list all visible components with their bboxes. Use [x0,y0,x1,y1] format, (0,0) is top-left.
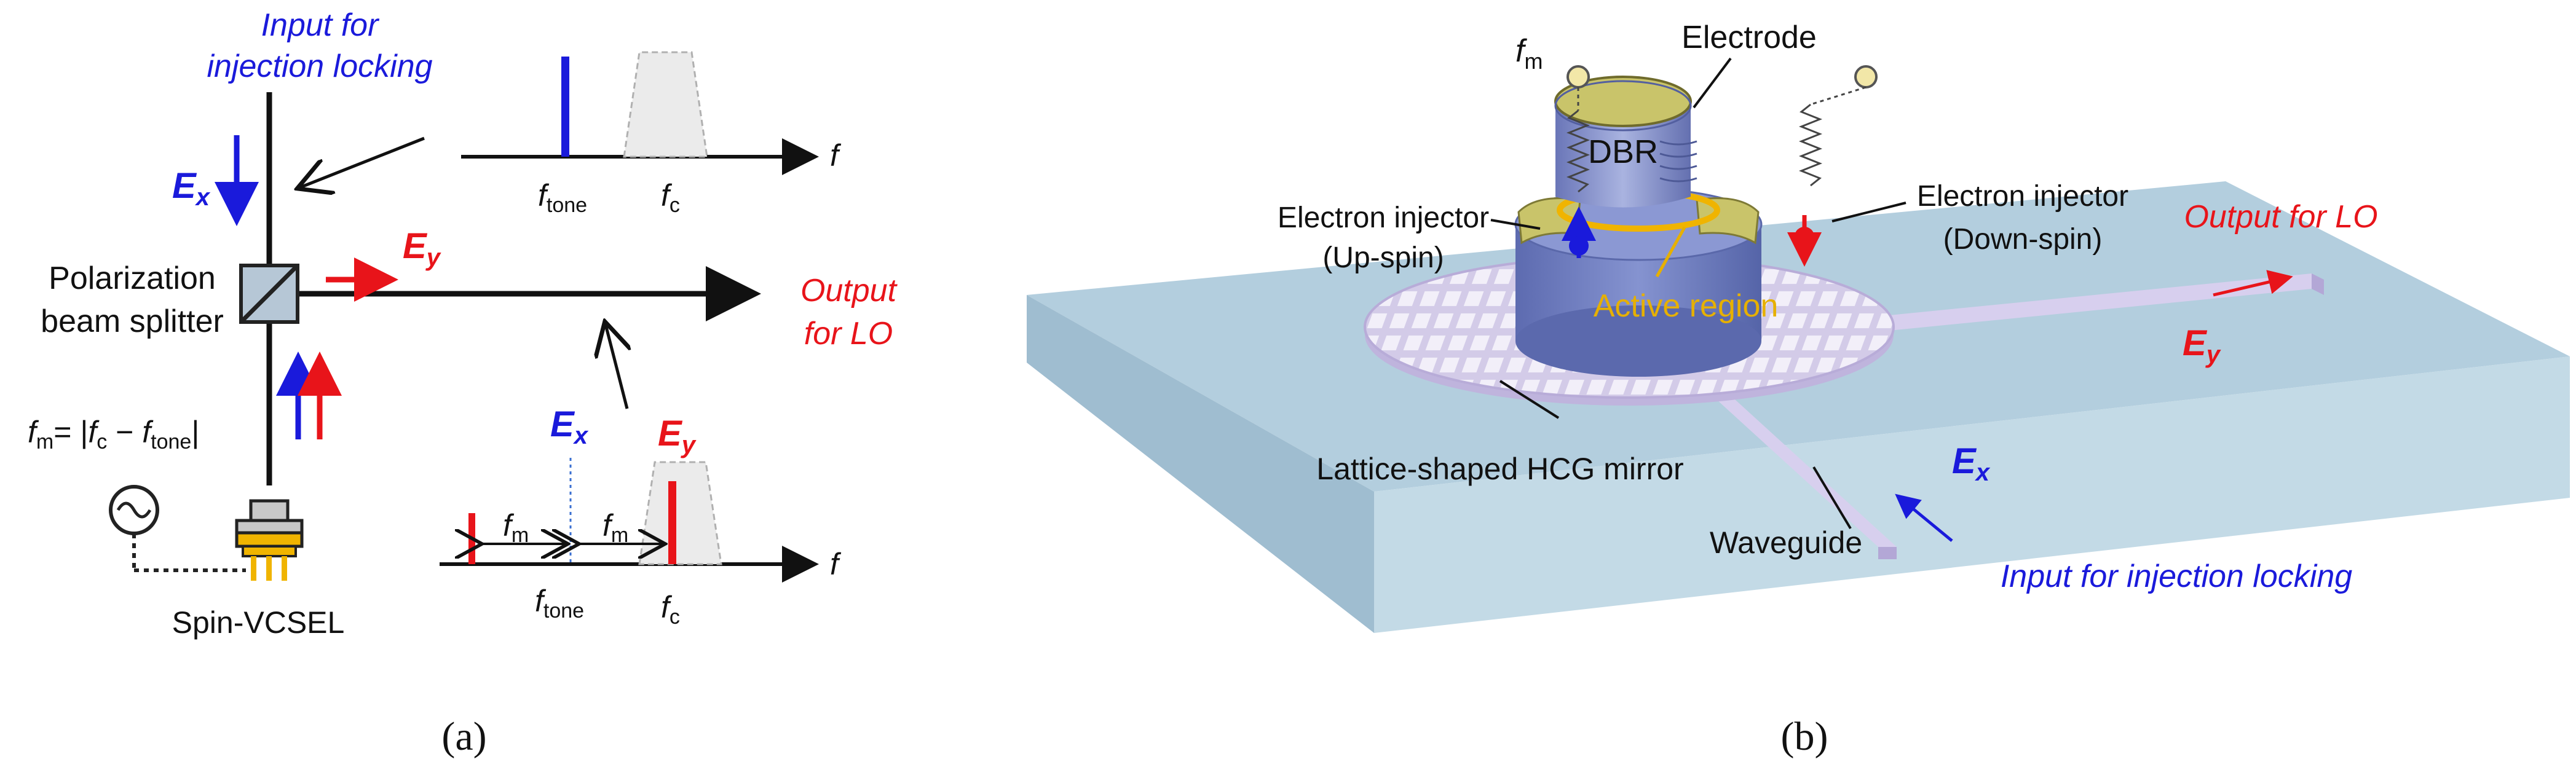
injector-pad-right [1696,197,1760,245]
rf-wire-right [1798,65,1878,187]
dbr-label: DBR [1588,133,1658,170]
spec-top-tone: ftone [538,178,587,217]
ey-label-b: Ey [2183,323,2221,368]
up-spin-icon [1562,206,1596,258]
fm-label-b: fm [1515,33,1543,74]
input-label-line2: injection locking [207,49,432,84]
dbr-layer-lines [1659,140,1697,183]
pbs-label-line2: beam splitter [41,304,224,339]
caption-a: (a) [441,714,486,759]
cavity-mode-bottom [638,461,722,565]
spin-vcsel-icon [235,499,304,581]
cavity-mode-top [623,51,708,158]
down-spin-icon [1787,215,1822,267]
ex-arrow-b [1895,493,1953,542]
output-label-line2: for LO [804,316,893,352]
injector-left-line1: Electron injector [1278,202,1489,234]
caption-b: (b) [1781,714,1828,759]
waveguide-label: Waveguide [1710,525,1862,560]
fm-equation: fm= |fc − ftone| [28,415,199,454]
panel-b: DBR fm Electrode Electron injector (Up-s… [1027,20,2570,759]
injector-right-line1: Electron injector [1917,180,2128,213]
tone-line-top [561,57,569,157]
fm1-label: fm [503,508,529,547]
spectrum-bottom: f fm fm Ex Ey ftone fc [440,324,842,629]
sideband-left [468,513,475,564]
polarization-beam-splitter-icon [239,264,299,324]
panel-a: Input for injection locking Ex Ey Polari… [28,7,898,759]
active-leader [1655,226,1686,278]
spec-bottom-axis: f [830,547,842,581]
input-locking-label: Input for injection locking [2001,559,2352,594]
ey-arrow-b [2213,270,2293,297]
sideband-right [668,481,676,564]
vcsel-label: Spin-VCSEL [172,605,345,640]
hcg-label: Lattice-shaped HCG mirror [1316,452,1683,486]
spec-bottom-fc: fc [661,590,680,629]
injector-left-leader [1490,219,1541,230]
ex-label: Ex [172,166,211,211]
spec-top-fc: fc [661,178,680,217]
injector-right-line2: (Down-spin) [1943,223,2103,256]
fm2-label: fm [603,508,628,547]
hcg-leader [1499,380,1560,419]
spec-bottom-tone: ftone [535,584,584,623]
electrode-label: Electrode [1681,20,1817,55]
ex-label-b: Ex [1952,441,1991,486]
vcsel-cylinder [1514,76,1763,377]
injector-left-line2: (Up-spin) [1322,242,1444,274]
spec-ey-label: Ey [658,414,697,458]
electrode-leader [1693,57,1732,109]
active-region-label: Active region [1594,288,1779,324]
spec-top-axis: f [830,138,842,173]
ey-label: Ey [403,226,441,271]
output-lo-label: Output for LO [2184,199,2377,235]
pbs-label-line1: Polarization [49,261,216,296]
spec-ex-label: Ex [550,404,589,449]
injector-right-leader [1831,202,1906,222]
input-label-line1: Input for [261,7,380,43]
waveguide-leader [1812,466,1852,530]
signal-source-icon [109,485,246,572]
output-label-line1: Output [800,273,898,308]
rf-wire-left [1566,65,1590,193]
input-waveguide [1703,387,1897,559]
